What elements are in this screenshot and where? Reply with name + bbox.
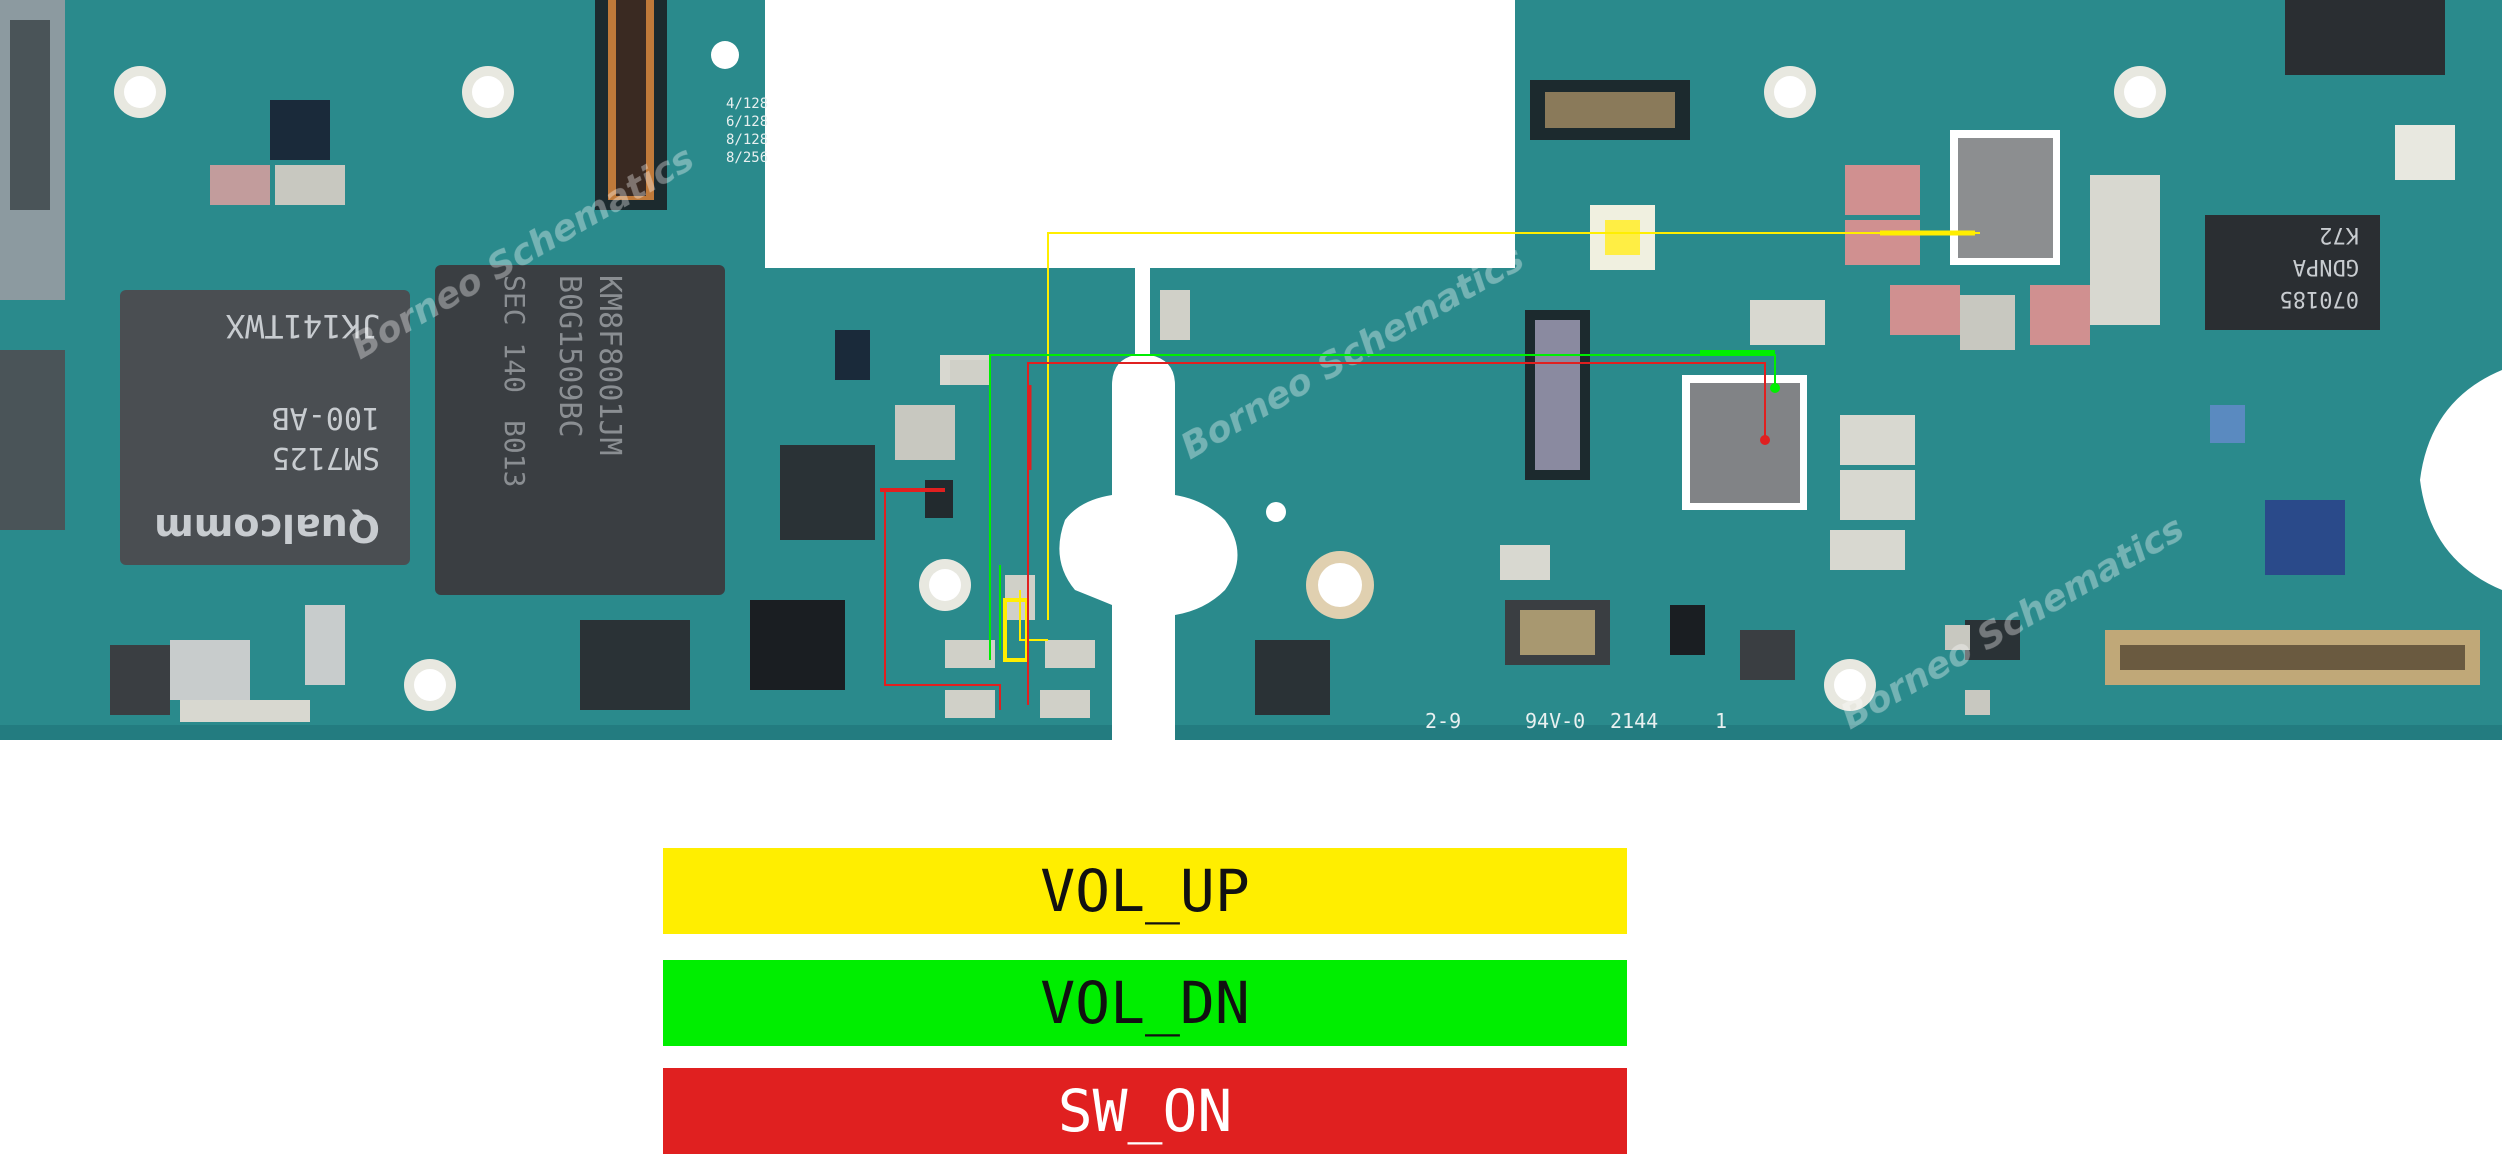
svg-text:GDNPA: GDNPA bbox=[2293, 254, 2359, 279]
svg-text:4/128: 4/128 bbox=[726, 96, 768, 112]
rating-mark: 94V-0 bbox=[1525, 709, 1585, 733]
legend-sw-on: SW_ON bbox=[663, 1068, 1627, 1154]
memory-chip bbox=[435, 265, 725, 595]
vol-dn-trace bbox=[989, 350, 1780, 660]
legend-sw-on-swatch bbox=[663, 1068, 1627, 1154]
memory-code: B0G1509BC bbox=[552, 275, 587, 438]
legend-sw-on-label: SW_ON bbox=[1057, 1077, 1233, 1145]
legend-vol-up: VOL_UP bbox=[663, 848, 1627, 934]
left-board: Qualcomm SM7125 100-AB JK141TWX KM8F8001… bbox=[0, 0, 1135, 740]
svg-text:070185: 070185 bbox=[2280, 286, 2359, 311]
variant-list: 4/128 6/128 8/128 8/256 bbox=[726, 96, 768, 166]
soc-variant: 100-AB bbox=[272, 400, 380, 435]
rf-chip bbox=[2265, 500, 2345, 575]
right-board-outline bbox=[1150, 0, 2502, 740]
legend-vol-dn-label: VOL_DN bbox=[1040, 969, 1250, 1037]
vol-dn-pad bbox=[945, 640, 995, 668]
memory-part: KM8F8001JM bbox=[592, 275, 627, 456]
soc-brand: Qualcomm bbox=[154, 506, 380, 550]
board-code: 2144 bbox=[1610, 709, 1658, 733]
legend-vol-dn: VOL_DN bbox=[663, 960, 1627, 1046]
sw-on-trace bbox=[880, 362, 1770, 710]
svg-text:6/128: 6/128 bbox=[726, 114, 768, 130]
svg-text:8/256: 8/256 bbox=[726, 150, 768, 166]
memory-lot: B013 bbox=[498, 420, 531, 487]
soc-code: JK141TWX bbox=[226, 307, 380, 345]
memory-vendor: SEC 140 bbox=[498, 275, 531, 393]
legend-vol-up-swatch bbox=[663, 848, 1627, 934]
right-board: 070185 GDNPA K72 bbox=[1150, 0, 2502, 740]
soc-part: SM7125 bbox=[272, 440, 380, 475]
pmic-chip bbox=[2205, 215, 2380, 330]
soc-chip bbox=[120, 290, 410, 565]
board-index: 1 bbox=[1715, 709, 1727, 733]
svg-text:K72: K72 bbox=[2319, 222, 2359, 247]
legend-vol-up-label: VOL_UP bbox=[1040, 857, 1250, 925]
ul-mark: 2-9 bbox=[1425, 709, 1461, 733]
legend-vol-dn-swatch bbox=[663, 960, 1627, 1046]
svg-text:8/128: 8/128 bbox=[726, 132, 768, 148]
